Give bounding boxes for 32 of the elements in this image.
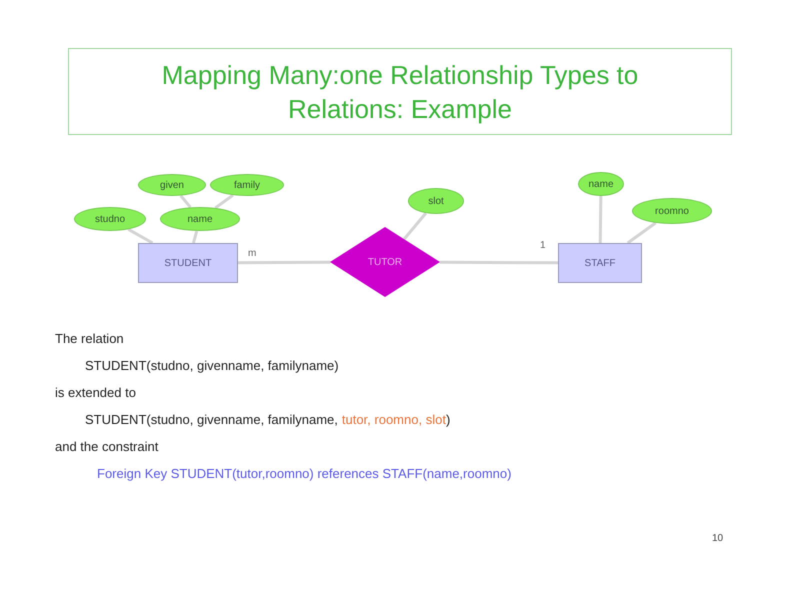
- body-text: Foreign Key STUDENT(tutor,roomno) references STAFF(name,roomno): [97, 466, 512, 481]
- entity-box: STAFF: [558, 243, 642, 283]
- cardinality-label: 1: [540, 239, 546, 253]
- attribute-ellipse: name: [578, 172, 624, 196]
- connector-line: [238, 260, 330, 264]
- attribute-ellipse: roomno: [632, 198, 712, 224]
- connector-line: [440, 260, 558, 264]
- relationship-name: TUTOR: [368, 256, 402, 270]
- connector-line: [402, 212, 428, 240]
- connector-line: [128, 228, 154, 244]
- connector-line: [180, 194, 192, 208]
- connector-line: [214, 194, 234, 210]
- attribute-ellipse: family: [210, 174, 284, 196]
- title: Mapping Many:one Relationship Types to Relations: Example: [160, 58, 640, 126]
- body-text: tutor, roomno, slot: [342, 411, 446, 429]
- body-text: The relation: [55, 331, 124, 346]
- attribute-ellipse: studno: [74, 207, 146, 231]
- body-text: ): [446, 411, 450, 429]
- connector-line: [598, 196, 602, 244]
- body-text: is extended to: [55, 385, 136, 400]
- connector-line: [192, 230, 198, 244]
- body-text: and the constraint: [55, 439, 158, 454]
- body-text: STUDENT(studno, givenname, familyname): [85, 358, 339, 373]
- attribute-ellipse: given: [138, 174, 206, 196]
- body-text: 10: [712, 533, 724, 544]
- attribute-ellipse: name: [160, 207, 240, 231]
- relationship-diamond: [330, 227, 440, 297]
- cardinality-label: m: [248, 247, 256, 261]
- body-text: STUDENT(studno, givenname, familyname,: [85, 411, 338, 429]
- connector-line: [626, 222, 656, 244]
- attribute-ellipse: slot: [408, 188, 464, 214]
- entity-box: STUDENT: [138, 243, 238, 283]
